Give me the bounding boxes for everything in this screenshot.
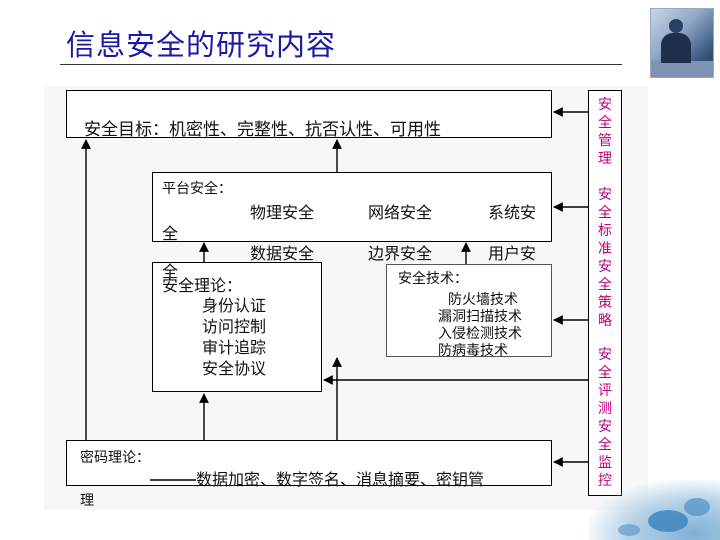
theory-item: 审计追踪 <box>202 338 267 357</box>
platform-item-physical: 物理安全 <box>250 203 315 222</box>
platform-item-boundary: 边界安全 <box>368 244 433 263</box>
security-technology-box <box>386 264 552 357</box>
platform-item-network: 网络安全 <box>368 203 433 222</box>
cryptography-heading: 密码理论： <box>80 450 150 466</box>
platform-item-system: 系统安 <box>488 203 537 222</box>
cryptography-text: 数据加密、数字签名、消息摘要、密钥管 <box>196 470 485 489</box>
platform-security-heading: 平台安全： <box>162 181 232 197</box>
security-theory-box <box>152 262 322 392</box>
tech-item: 漏洞扫描技术 <box>438 309 522 325</box>
theory-item: 安全协议 <box>202 359 267 378</box>
security-goals-box <box>66 90 552 138</box>
cryptography-text-wrap: 理 <box>80 493 94 509</box>
management-column-box <box>588 90 622 496</box>
platform-item-user: 用户安 <box>488 244 537 263</box>
theory-item: 身份认证 <box>202 296 267 315</box>
corner-decoration <box>588 480 720 540</box>
side-label-standards-policy: 安全标准安全策略 <box>598 187 612 329</box>
side-label-evaluation-monitoring: 安全评测安全监控 <box>598 347 612 489</box>
platform-item-user-wrap: 全 <box>162 262 179 281</box>
security-goals-text: 安全目标：机密性、完整性、抗否认性、可用性 <box>84 120 441 140</box>
header-photo <box>650 8 714 78</box>
security-theory-heading: 安全理论： <box>162 276 243 295</box>
side-label-security-management: 安全管理 <box>598 97 612 167</box>
page-title: 信息安全的研究内容 <box>66 28 337 62</box>
security-technology-heading: 安全技术： <box>398 271 468 287</box>
tech-item: 入侵检测技术 <box>438 326 522 342</box>
theory-item: 访问控制 <box>202 317 267 336</box>
title-divider <box>60 64 622 65</box>
tech-item: 防病毒技术 <box>438 343 508 359</box>
tech-item: 防火墙技术 <box>448 292 518 308</box>
cryptography-box <box>66 440 552 486</box>
platform-item-data: 数据安全 <box>250 244 315 263</box>
platform-item-system-wrap: 全 <box>162 224 179 243</box>
platform-security-box <box>152 172 552 242</box>
